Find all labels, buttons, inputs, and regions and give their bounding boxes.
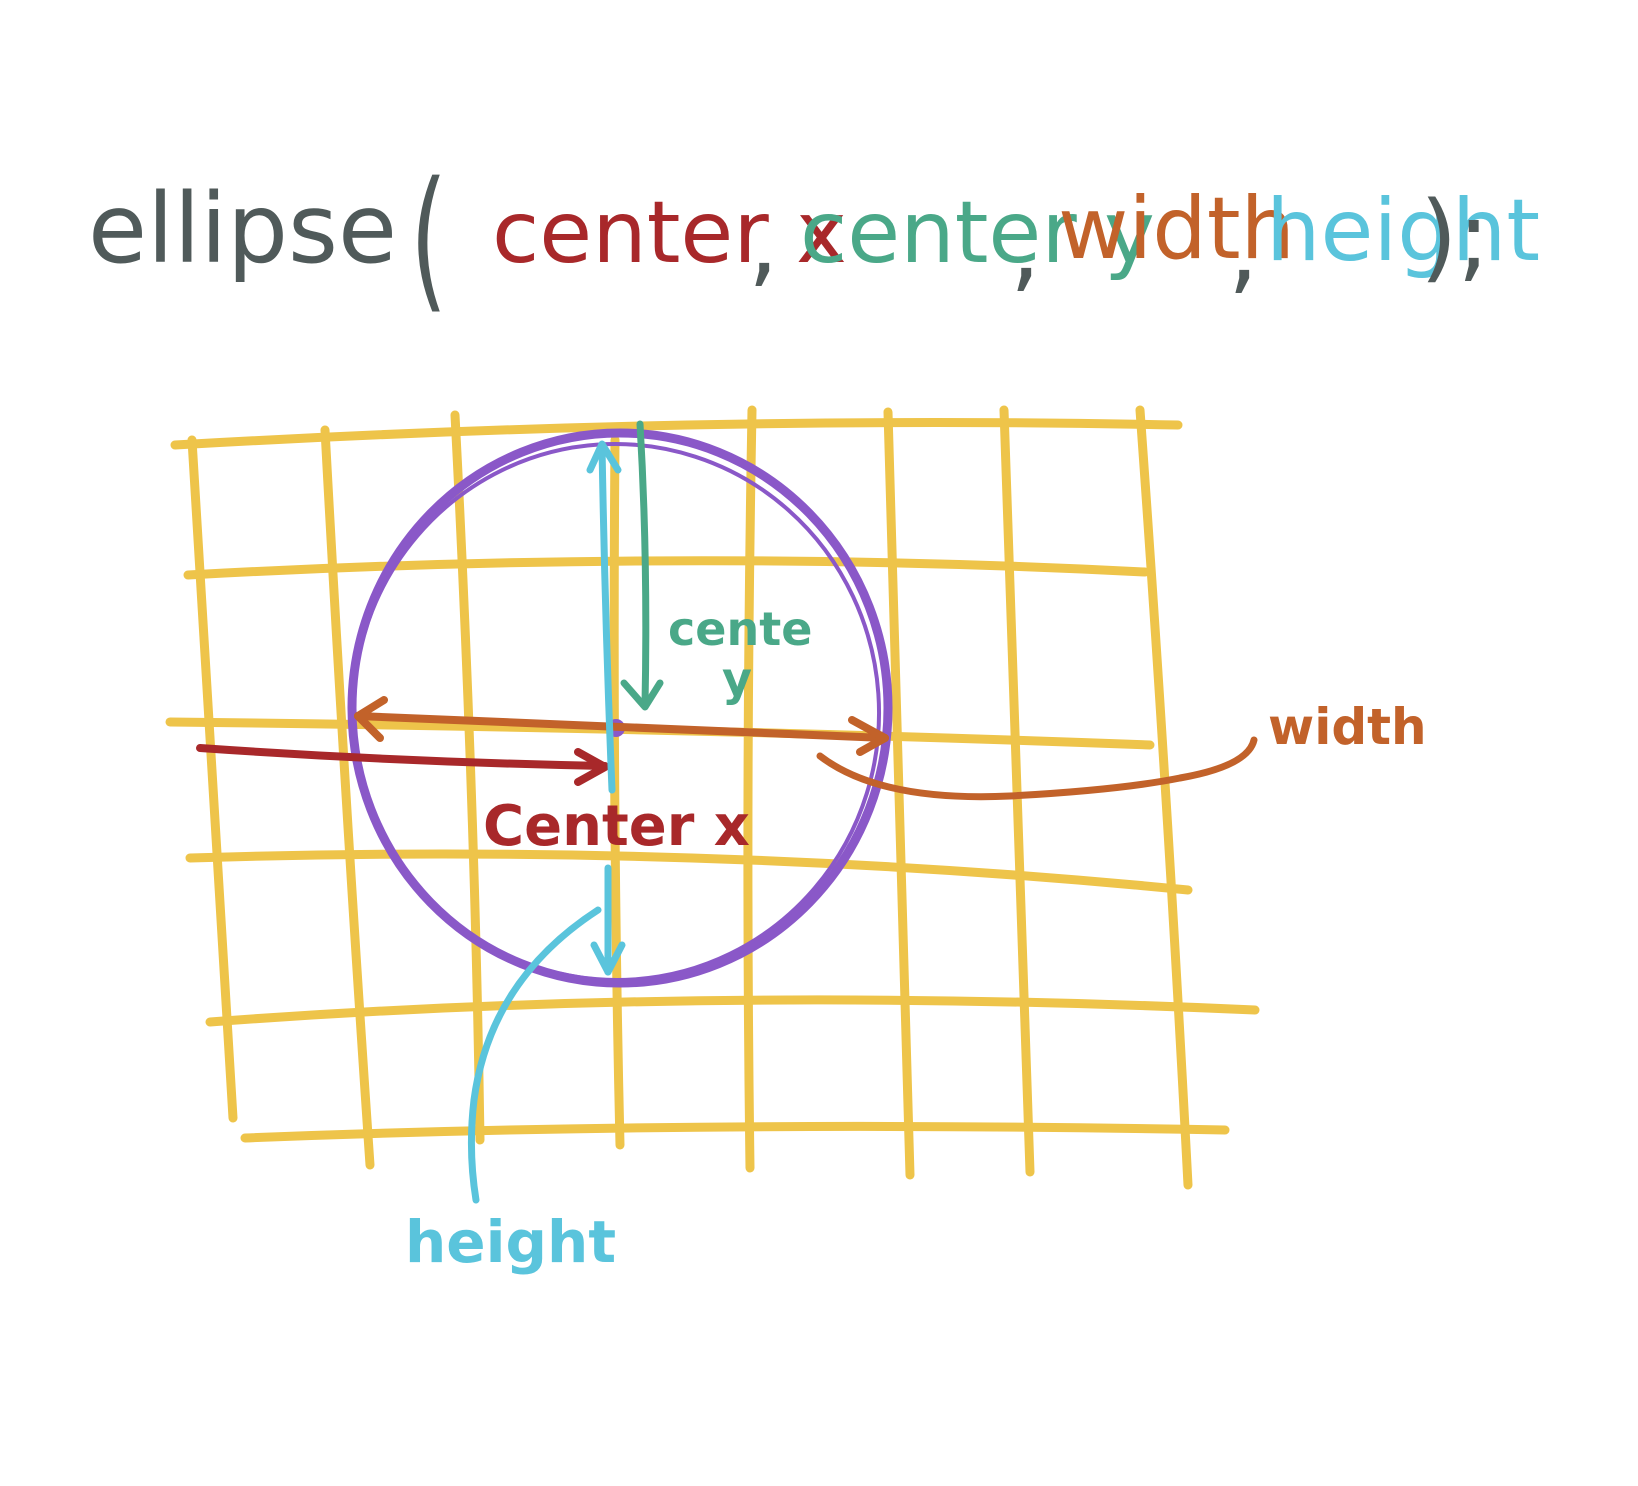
grid-line-v	[320, 425, 375, 1170]
height-leader-line	[467, 906, 602, 1204]
height-arrow-upper	[598, 442, 616, 794]
formula-sep-2: ,	[1010, 191, 1041, 303]
label-center-x: Center x	[483, 794, 750, 859]
grid-line-v	[999, 405, 1035, 1177]
grid-line-h	[185, 849, 1193, 895]
height-arrowhead-up	[586, 440, 622, 474]
grid-line-v	[743, 405, 757, 1173]
formula-open-paren: (	[410, 150, 447, 329]
grid-line-v	[1135, 405, 1193, 1190]
grid-line-v	[187, 435, 238, 1123]
label-width: width	[1268, 698, 1427, 756]
formula: ellipse ( center x , center y , width , …	[88, 150, 1540, 329]
width-annotation	[354, 696, 1258, 801]
formula-sep-3: ,	[1228, 193, 1259, 305]
label-center-y-line2: y	[722, 652, 752, 706]
grid-line-h	[205, 995, 1260, 1027]
formula-sep-1: ,	[748, 186, 779, 298]
formula-arg-width: width	[1058, 179, 1295, 279]
formula-arg-center-x: center x	[492, 183, 847, 283]
ellipse-outline-sketch	[350, 442, 882, 982]
grid-line-h	[240, 1121, 1230, 1143]
center-y-arrow	[636, 420, 650, 709]
center-x-annotation	[196, 744, 609, 786]
width-arrowhead-left	[354, 696, 388, 742]
formula-fn: ellipse	[88, 173, 397, 285]
grid-line-v	[450, 410, 485, 1145]
width-arrow	[354, 712, 889, 742]
center-y-arrowhead	[620, 679, 664, 711]
formula-close: );	[1420, 181, 1490, 293]
formula-arg-height: height	[1266, 181, 1540, 281]
height-arrowhead-down	[590, 941, 626, 976]
formula-arg-center-y: center y	[800, 183, 1155, 283]
center-x-arrow	[196, 744, 609, 770]
height-annotation	[467, 440, 626, 1204]
width-leader-line	[816, 736, 1258, 801]
width-arrowhead-right	[848, 716, 889, 756]
label-height: height	[405, 1208, 616, 1276]
center-y-annotation	[620, 420, 664, 711]
grid-line-v	[883, 407, 915, 1180]
center-x-arrowhead	[574, 748, 609, 786]
grid-line-v	[609, 435, 625, 1150]
label-center-y-line1: cente	[668, 602, 812, 656]
